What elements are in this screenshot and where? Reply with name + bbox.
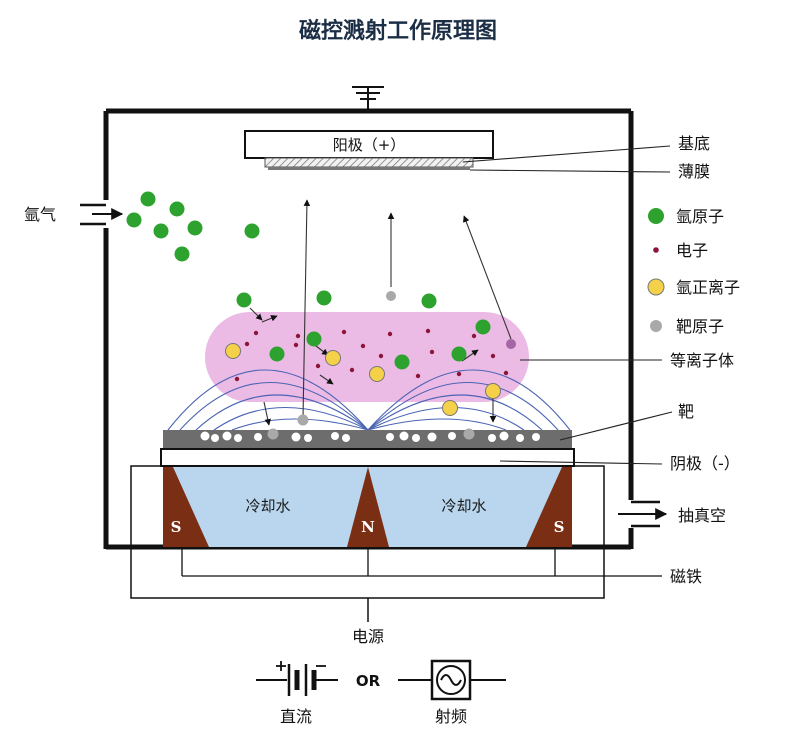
callout-substrate: 基底	[678, 134, 710, 153]
vacuum-outlet	[618, 500, 668, 528]
legend-label: 电子	[676, 241, 708, 260]
magnet-s-right	[526, 467, 572, 547]
legend-label: 氩正离子	[676, 278, 740, 297]
callout-lines	[462, 145, 673, 465]
magnet-pole-label: N	[361, 518, 375, 536]
erosion-marks	[200, 431, 540, 442]
callout-target: 靶	[678, 402, 694, 421]
callout-magnet: 磁铁	[670, 567, 702, 586]
substrate	[264, 157, 474, 168]
vacuum-label: 抽真空	[678, 506, 726, 525]
cooling-water-label: 冷却水	[245, 497, 290, 515]
legend-target-atom-icon	[650, 320, 662, 332]
electrons	[234, 328, 509, 382]
ground-icon	[352, 86, 384, 110]
legend-argon-ion-icon	[647, 278, 665, 296]
magnet-n-center	[347, 467, 389, 547]
sputter-trajectories	[249, 199, 512, 426]
gas-inlet-label: 氩气	[24, 205, 56, 224]
callout-cathode: 阴极（-）	[670, 454, 740, 473]
thin-film	[268, 167, 470, 170]
plasma-cloud	[205, 312, 529, 402]
magnet-connections	[181, 547, 662, 577]
anode-label: 阳极（+）	[333, 136, 406, 154]
power-label: 电源	[352, 627, 384, 646]
magnet-pole-label: S	[554, 518, 565, 536]
cathode-plate	[160, 448, 575, 467]
legend-label: 氩原子	[676, 207, 724, 226]
cooling-water-label: 冷却水	[441, 497, 486, 515]
legend-argon-atom-icon	[648, 208, 664, 224]
callout-film: 薄膜	[678, 162, 710, 181]
argon-atoms	[126, 191, 491, 370]
gas-inlet	[80, 203, 124, 226]
magnet-s-left	[163, 467, 209, 547]
magnet-pole-label: S	[171, 518, 182, 536]
legend-label: 靶原子	[676, 317, 724, 336]
target-atoms	[267, 291, 516, 440]
rf-label: 射频	[435, 707, 467, 726]
dc-label: 直流	[280, 707, 312, 726]
rf-source-icon	[398, 659, 506, 701]
callout-plasma: 等离子体	[670, 351, 734, 370]
legend-electron-icon	[653, 247, 659, 253]
legend: 氩原子 电子 氩正离子 靶原子	[647, 207, 740, 336]
battery-icon	[256, 661, 338, 696]
argon-ions	[225, 343, 501, 416]
page-title: 磁控溅射工作原理图	[299, 18, 497, 44]
or-label: OR	[356, 672, 381, 690]
